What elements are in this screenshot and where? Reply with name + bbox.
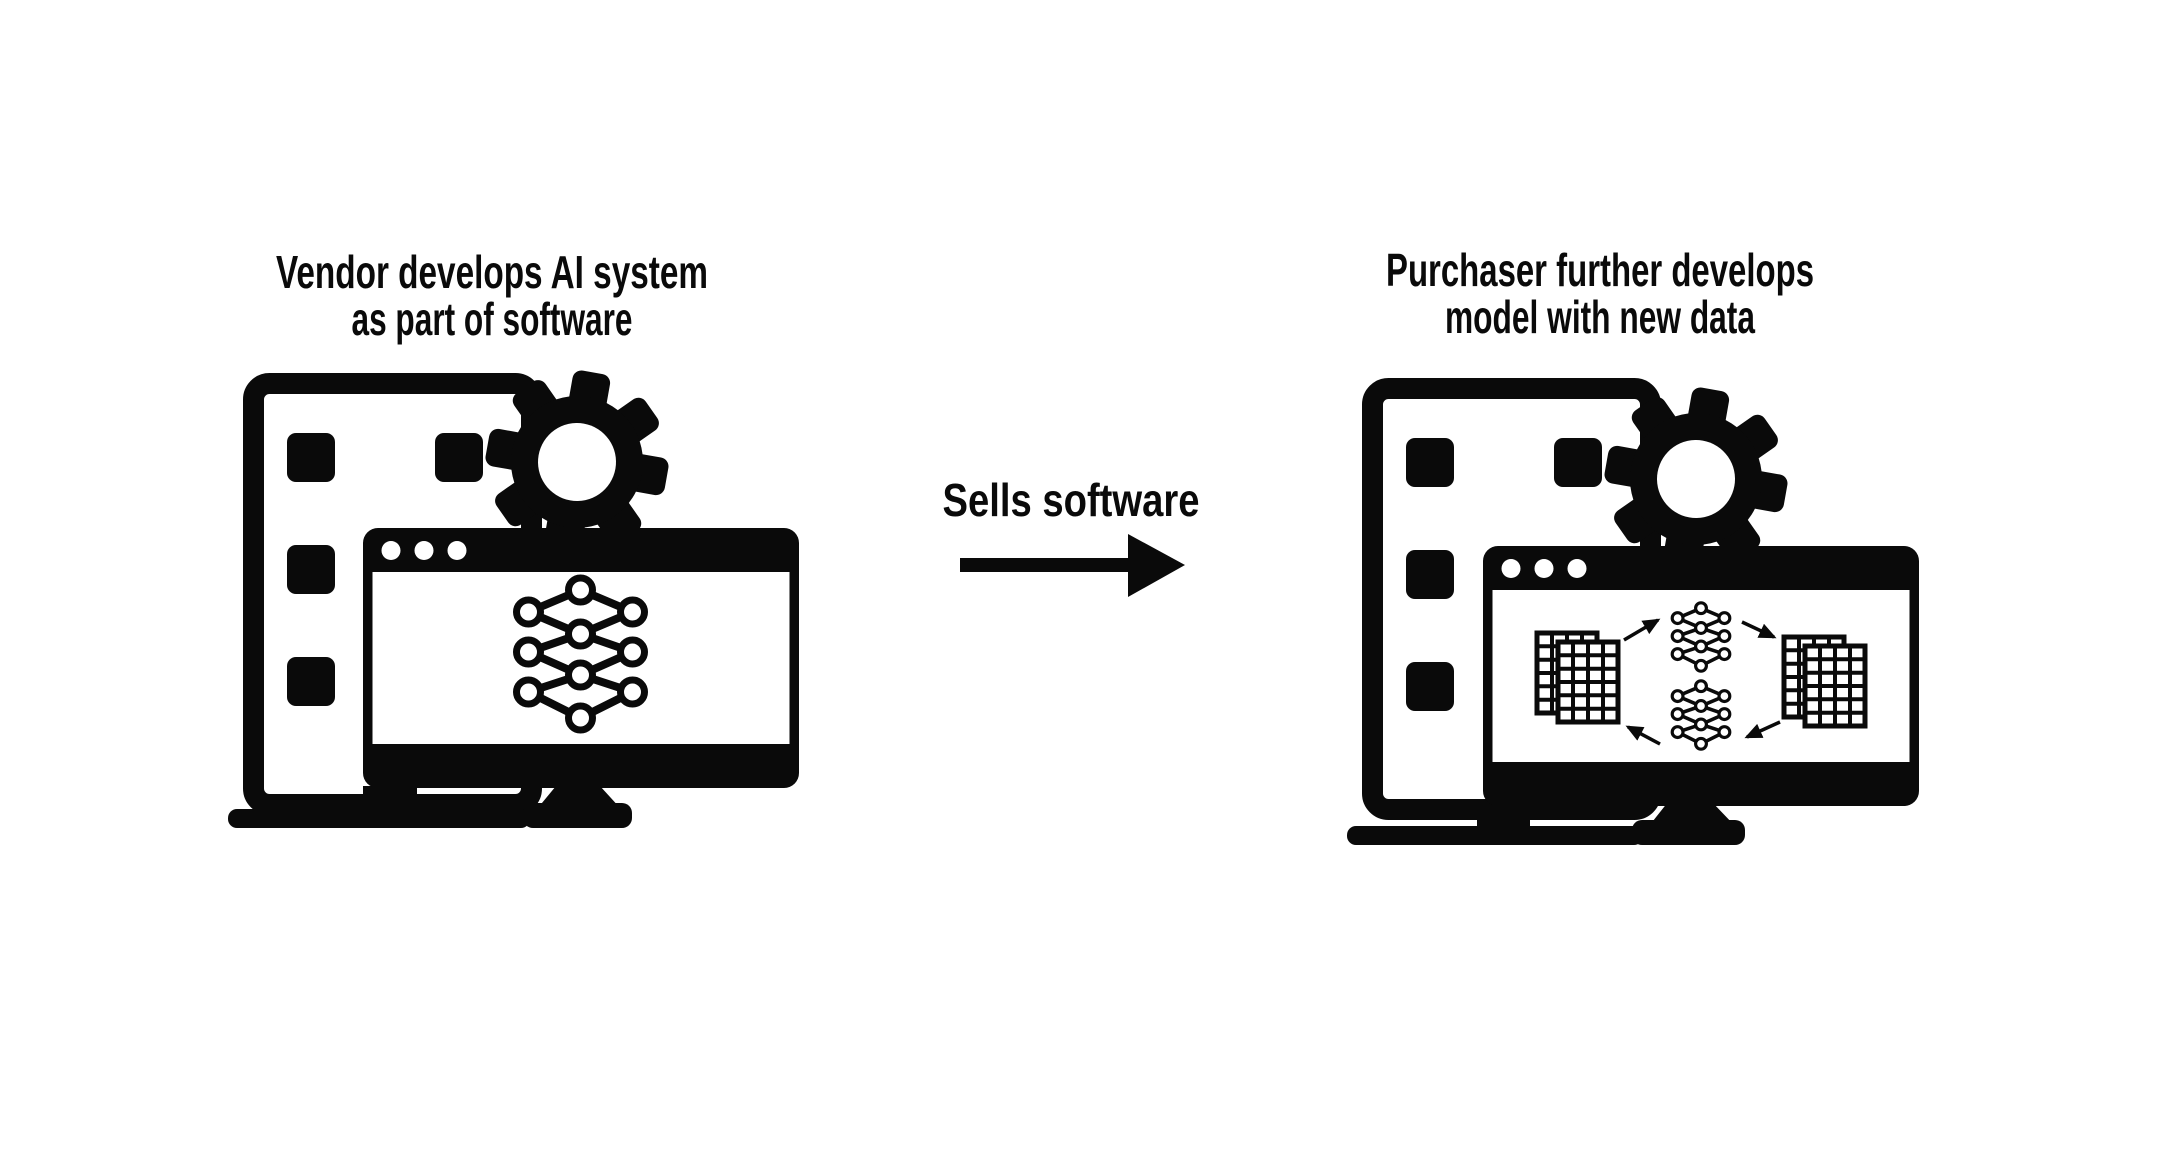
building-base (1347, 802, 1745, 845)
browser-window-icon (363, 528, 799, 788)
vendor-title-line1: Vendor develops AI system (276, 246, 708, 298)
data-table-icon (1537, 633, 1618, 722)
purchaser-title-line1: Purchaser further develops (1386, 244, 1814, 296)
vendor-panel: Vendor develops AI system as part of sof… (228, 246, 799, 828)
cycle-arrow-down-left (1744, 720, 1781, 739)
retraining-cycle (1537, 600, 1865, 752)
transfer-label: Sells software (943, 474, 1200, 526)
cycle-arrow-up-left (1625, 725, 1661, 746)
building-base (228, 786, 632, 828)
cycle-arrow-down-right (1741, 620, 1777, 639)
vendor-title-line2: as part of software (352, 293, 633, 345)
purchaser-title-line2: model with new data (1445, 291, 1755, 343)
data-table-icon (1784, 637, 1865, 726)
transfer-step: Sells software (943, 474, 1200, 597)
cycle-arrow-up-right (1623, 618, 1661, 642)
right-arrow-icon (960, 534, 1185, 597)
purchaser-panel: Purchaser further develops model with ne… (1347, 244, 1919, 845)
